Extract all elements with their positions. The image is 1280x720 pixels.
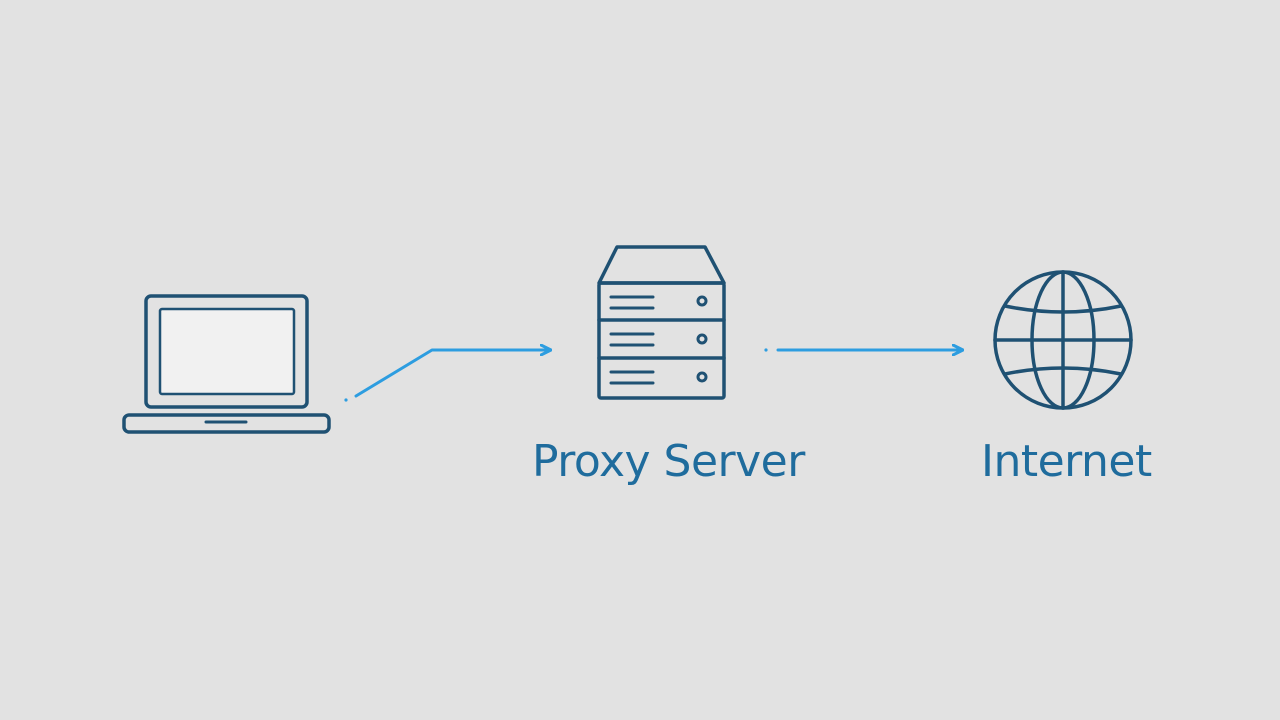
proxy-server-label: Proxy Server bbox=[532, 436, 805, 487]
arrow-client-to-proxy bbox=[344, 350, 550, 402]
globe-icon bbox=[993, 270, 1133, 410]
arrow-proxy-to-internet bbox=[764, 348, 962, 351]
server-icon bbox=[597, 245, 726, 400]
laptop-icon bbox=[122, 294, 331, 434]
internet-label: Internet bbox=[981, 436, 1152, 487]
